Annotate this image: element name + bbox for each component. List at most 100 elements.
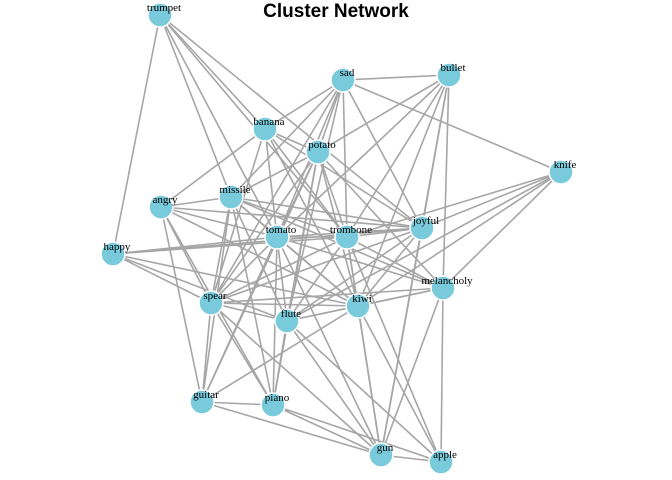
edge-sad-joyful <box>342 79 423 229</box>
node-label-happy: happy <box>104 241 131 253</box>
edge-potato-melancholy <box>317 151 444 289</box>
node-banana: banana <box>252 116 285 142</box>
node-happy: happy <box>100 241 131 267</box>
node-circle-kiwi <box>345 293 371 319</box>
edge-trumpet-tomato <box>159 14 278 238</box>
node-circle-gun <box>368 442 394 468</box>
edge-bullet-melancholy <box>442 74 450 289</box>
node-label-knife: knife <box>554 159 577 171</box>
edge-trombone-spear <box>210 236 348 304</box>
node-label-gun: gun <box>377 442 394 454</box>
edge-kiwi-guitar <box>201 305 359 403</box>
node-apple: apple <box>428 449 457 475</box>
edge-flute-apple <box>286 320 442 463</box>
edge-sad-spear <box>210 79 344 304</box>
node-label-trombone: trombone <box>330 224 372 236</box>
edge-piano-gun <box>272 404 382 456</box>
edge-knife-melancholy <box>442 171 562 289</box>
edge-melancholy-gun <box>380 287 444 456</box>
edge-bullet-kiwi <box>357 74 450 307</box>
edge-flute-piano <box>272 320 288 406</box>
node-circle-guitar <box>189 389 215 415</box>
node-circle-potato <box>305 139 331 165</box>
node-trombone: trombone <box>330 224 372 250</box>
edge-sad-banana <box>264 79 344 130</box>
edge-tomato-gun <box>276 236 382 456</box>
node-circle-missile <box>218 184 244 210</box>
edge-spear-gun <box>210 302 382 456</box>
node-sad: sad <box>330 67 356 93</box>
nodes-layer: trumpet sad bullet banana potato knife angry mi… <box>100 2 577 475</box>
node-label-tomato: tomato <box>266 224 297 236</box>
node-circle-flute <box>274 308 300 334</box>
edge-melancholy-apple <box>440 287 444 463</box>
edge-trumpet-joyful <box>159 14 423 229</box>
edge-tomato-guitar <box>201 236 278 403</box>
node-piano: piano <box>260 392 290 418</box>
edge-happy-kiwi <box>112 253 359 307</box>
node-potato: potato <box>305 139 336 165</box>
edge-trombone-flute <box>286 236 348 322</box>
edge-knife-joyful <box>421 171 562 229</box>
edge-angry-guitar <box>160 206 203 403</box>
node-label-angry: angry <box>152 194 178 206</box>
node-circle-trumpet <box>147 2 173 28</box>
edge-spear-kiwi <box>210 302 359 307</box>
edge-potato-missile <box>230 151 319 198</box>
edge-joyful-gun <box>380 227 423 456</box>
edge-angry-spear <box>160 206 212 304</box>
edge-bullet-potato <box>317 74 450 153</box>
node-label-piano: piano <box>265 392 290 404</box>
edge-banana-angry <box>160 128 266 208</box>
node-circle-melancholy <box>430 275 456 301</box>
node-circle-tomato <box>264 224 290 250</box>
node-label-melancholy: melancholy <box>421 275 473 287</box>
edge-bullet-tomato <box>276 74 450 238</box>
node-label-sad: sad <box>340 67 355 79</box>
edge-spear-piano <box>210 302 274 406</box>
edge-angry-kiwi <box>160 206 359 307</box>
node-circle-spear <box>198 290 224 316</box>
edge-banana-tomato <box>264 128 278 238</box>
edge-missile-joyful <box>230 196 423 229</box>
node-trumpet: trumpet <box>147 2 181 28</box>
node-label-kiwi: kiwi <box>352 293 372 305</box>
edge-knife-flute <box>286 171 562 322</box>
edge-trumpet-happy <box>112 14 161 255</box>
edge-trombone-apple <box>346 236 442 463</box>
node-circle-angry <box>148 194 174 220</box>
edge-happy-tomato <box>112 236 278 255</box>
edge-joyful-spear <box>210 227 423 304</box>
edge-tomato-melancholy <box>276 236 444 289</box>
node-tomato: tomato <box>264 224 297 250</box>
node-label-flute: flute <box>281 308 301 320</box>
node-circle-apple <box>428 449 454 475</box>
edge-trumpet-banana <box>159 14 266 130</box>
edge-sad-trombone <box>342 79 348 238</box>
edge-knife-trombone <box>346 171 562 238</box>
edge-missile-flute <box>230 196 288 322</box>
edge-trombone-melancholy <box>346 236 444 289</box>
node-spear: spear <box>198 290 227 316</box>
edge-piano-apple <box>272 404 442 463</box>
edge-sad-knife <box>342 79 562 173</box>
node-circle-joyful <box>409 215 435 241</box>
edge-bullet-trombone <box>346 74 450 238</box>
node-circle-trombone <box>334 224 360 250</box>
edge-melancholy-spear <box>210 287 444 304</box>
edge-potato-trombone <box>317 151 348 238</box>
edge-guitar-gun <box>201 401 382 456</box>
node-circle-happy <box>100 241 126 267</box>
node-circle-bullet <box>436 62 462 88</box>
node-label-bullet: bullet <box>440 62 465 74</box>
edge-banana-trombone <box>264 128 348 238</box>
node-label-missile: missile <box>219 184 250 196</box>
node-label-spear: spear <box>203 290 227 302</box>
edge-spear-flute <box>210 302 288 322</box>
edge-tomato-spear <box>210 236 278 304</box>
graph-title: Cluster Network <box>263 1 409 22</box>
node-angry: angry <box>148 194 178 220</box>
node-label-potato: potato <box>308 139 336 151</box>
